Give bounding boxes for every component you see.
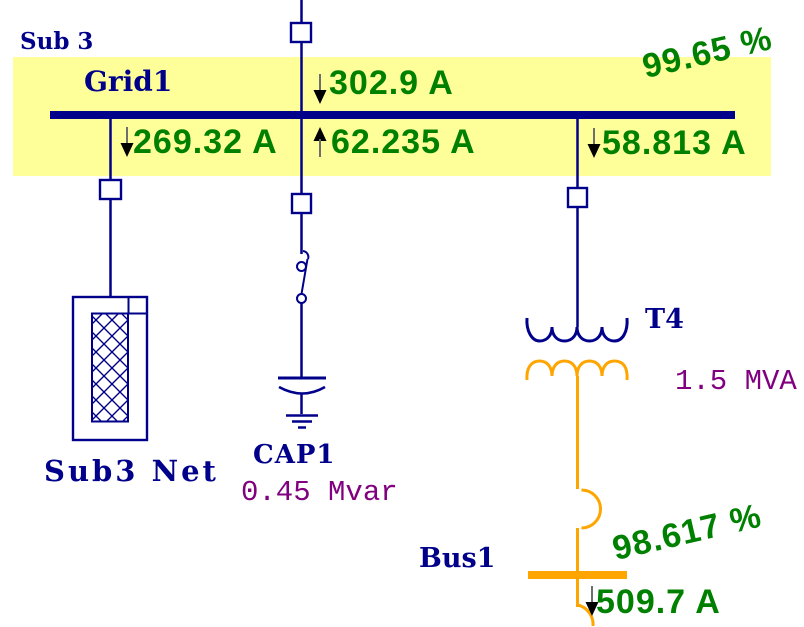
switch-hook[interactable]	[302, 250, 310, 260]
bus1-bus-bar[interactable]	[528, 571, 627, 579]
ground-symbol	[286, 414, 318, 429]
network-flow-arrow-down	[120, 127, 134, 157]
transformer-label: T4	[645, 304, 684, 335]
fuse-symbol[interactable]	[581, 488, 602, 530]
feeder-breaker-symbol[interactable]	[289, 21, 313, 44]
capacitor-plate-bottom[interactable]	[278, 385, 326, 395]
bus1-current-value: 509.7 A	[596, 583, 721, 621]
grid1-bus-bar[interactable]	[50, 111, 735, 119]
transformer-breaker-symbol[interactable]	[566, 186, 589, 209]
feeder-flow-arrow-down	[313, 74, 327, 104]
capacitor-label: CAP1	[253, 440, 336, 470]
network-current-value: 269.32 A	[133, 123, 278, 161]
grid1-bus-label: Grid1	[84, 65, 173, 98]
network-equivalent-symbol[interactable]	[71, 295, 149, 442]
transformer-primary-winding[interactable]	[525, 317, 629, 343]
capacitor-flow-arrow-up	[313, 127, 327, 157]
capacitor-current-value: 62.235 A	[331, 123, 476, 161]
capacitor-symbol[interactable]	[278, 376, 326, 429]
capacitor-breaker-symbol[interactable]	[290, 192, 313, 215]
capacitor-rating: 0.45 Mvar	[241, 476, 398, 509]
network-label: Sub3 Net	[44, 454, 219, 488]
network-crosshatch-box[interactable]	[91, 312, 129, 423]
network-breaker-symbol[interactable]	[98, 178, 123, 201]
capacitor-switch-symbol[interactable]	[296, 250, 310, 304]
transformer-rating: 1.5 MVA	[675, 365, 797, 398]
transformer-current-value: 58.813 A	[602, 124, 747, 162]
fuse-symbol-bottom[interactable]	[577, 603, 595, 627]
substation-title: Sub 3	[20, 28, 94, 55]
bus1-label: Bus1	[419, 543, 496, 574]
transformer-flow-arrow-down	[587, 128, 601, 158]
switch-contact-bottom[interactable]	[296, 293, 307, 304]
bus1-flow-arrow-down	[585, 586, 599, 616]
feeder-current-value: 302.9 A	[329, 64, 454, 102]
switch-contact-top[interactable]	[296, 261, 307, 272]
